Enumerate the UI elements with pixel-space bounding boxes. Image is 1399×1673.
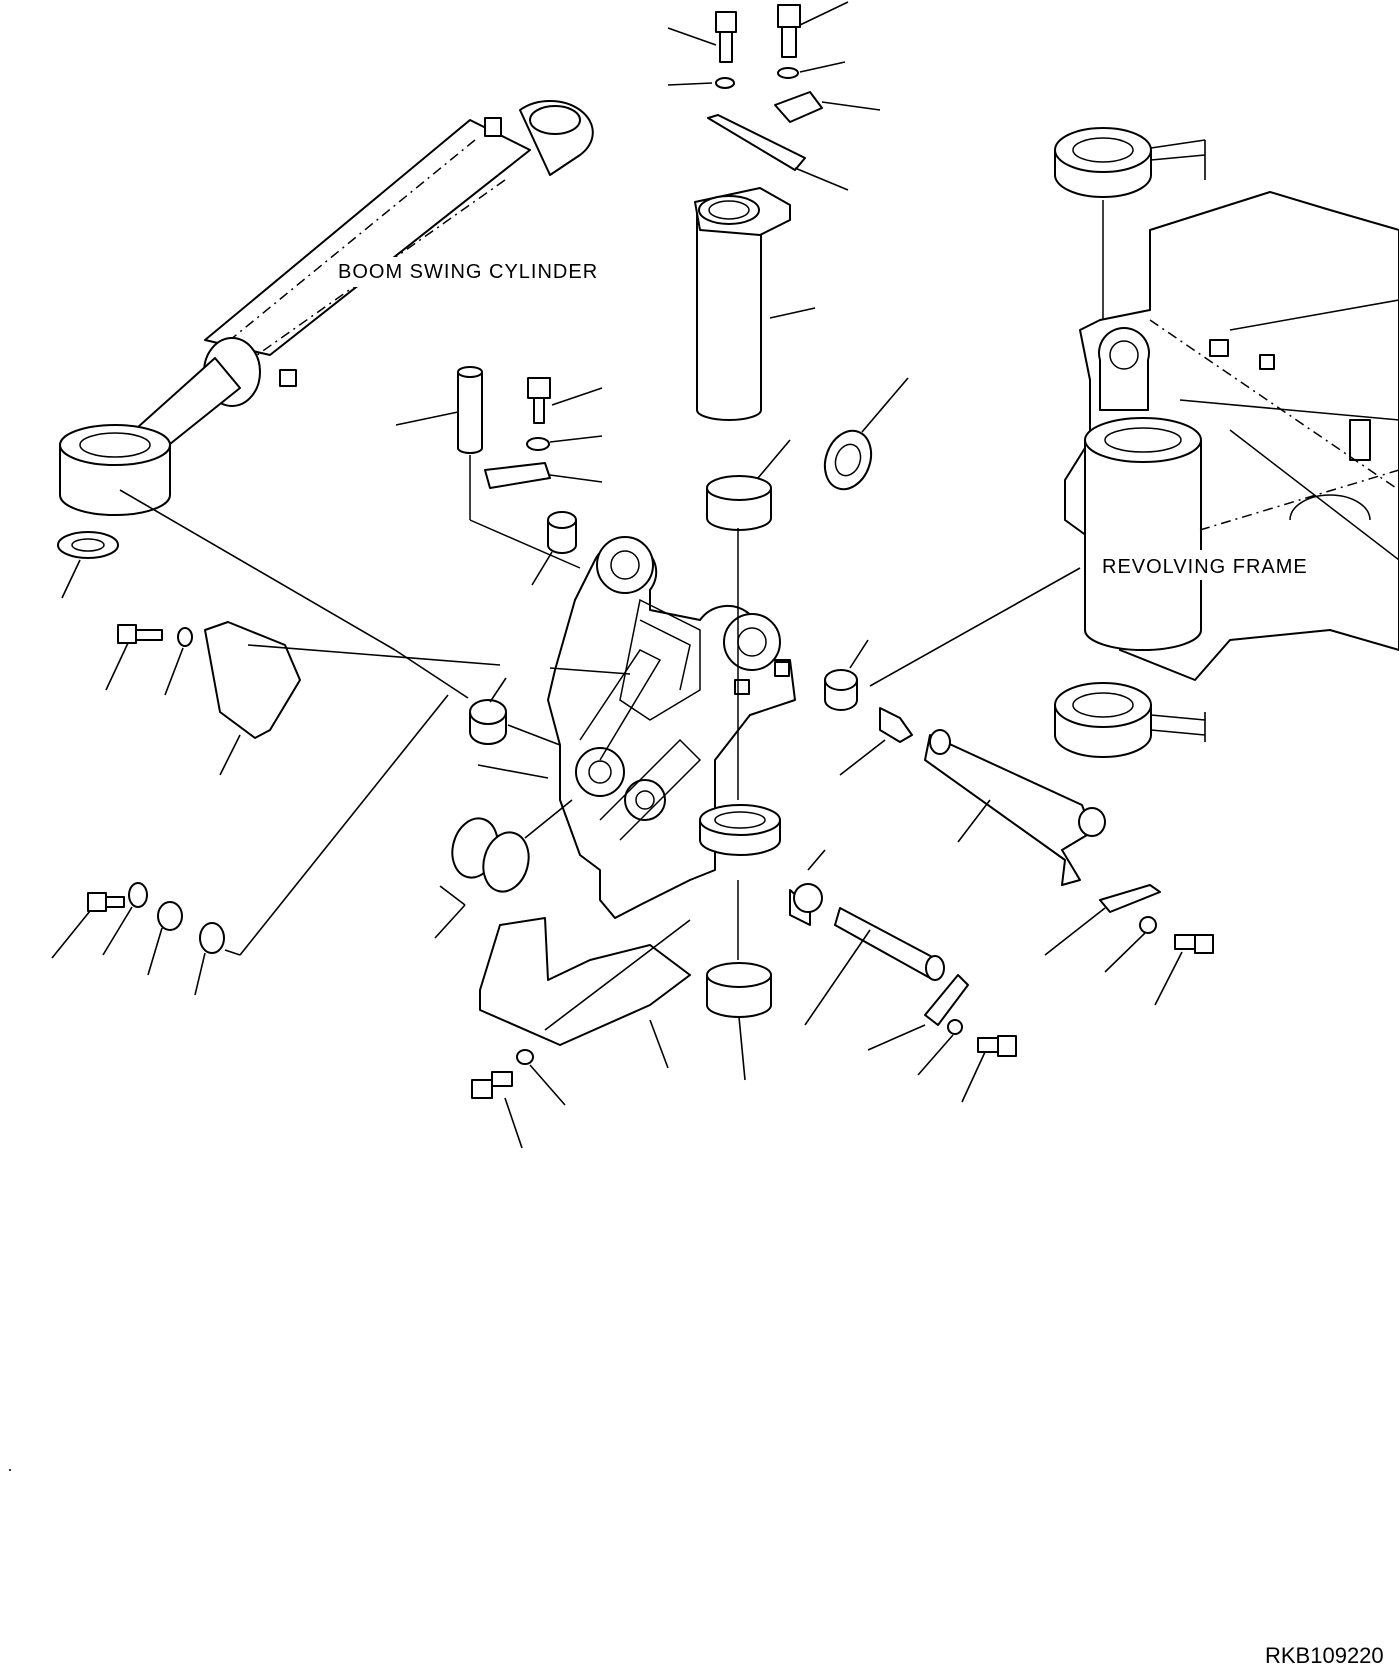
cover-bolt-group [105,621,501,776]
label-revolving-frame: REVOLVING FRAME [1102,556,1308,578]
pin-lower-right [789,849,1017,1103]
bushing-left [119,489,561,746]
revolving-frame [1054,127,1399,758]
shims-lower-left [434,799,573,939]
left-bolt-washers [51,694,449,996]
grease-fitting-right [839,707,913,776]
bushing-lower [706,962,772,1081]
lower-cover [471,917,691,1149]
shim-right [823,377,909,491]
washer-left [57,531,119,599]
label-bg-cylinder [335,257,593,287]
label-boom-swing-cylinder: BOOM SWING CYLINDER [338,261,598,283]
king-pin [694,187,816,421]
boom-swing-cylinder [59,99,594,516]
plate-right-lower [1044,884,1214,1006]
bushing-small-top [531,511,577,586]
small-bushing-right [824,567,1081,711]
bushing-upper [706,439,791,531]
label-bg-frame [1095,550,1315,580]
stray-dot [9,1469,11,1471]
boom-cylinder-pin [395,366,603,569]
drawing-code: RKB109220 [1265,1643,1384,1668]
top-bolts [667,1,881,191]
pin-right [924,729,1106,886]
